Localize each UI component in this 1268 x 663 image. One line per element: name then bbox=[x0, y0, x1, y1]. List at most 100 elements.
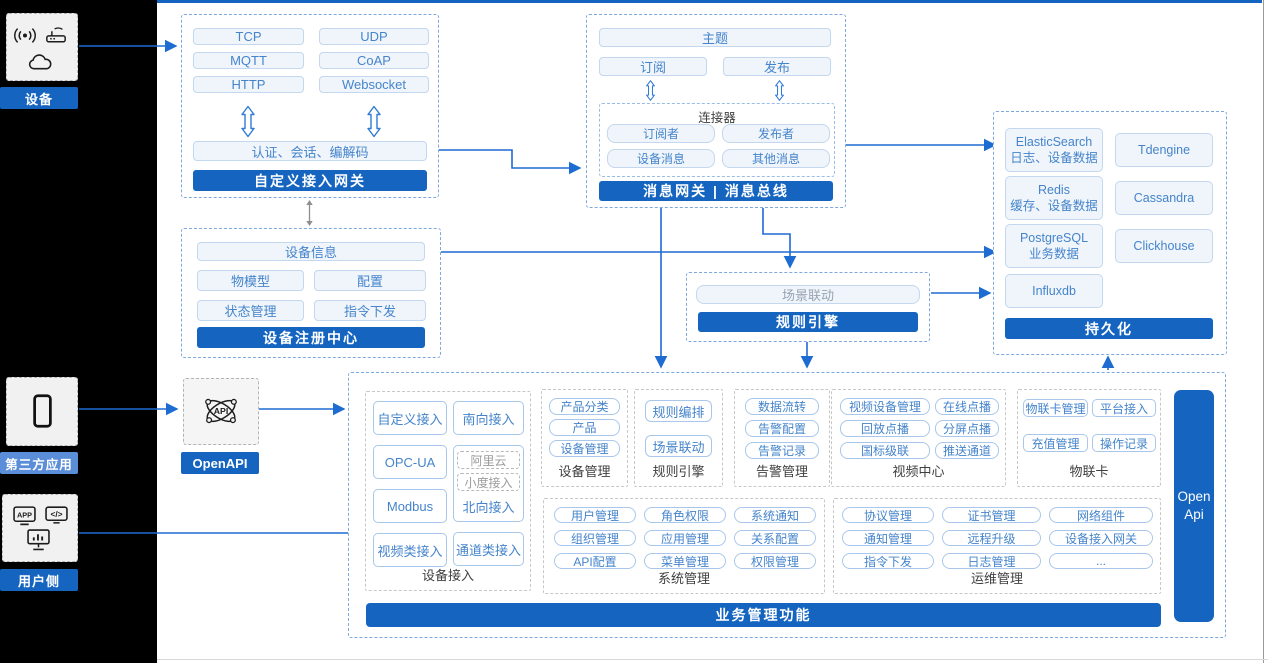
smartphone-icon bbox=[32, 394, 53, 428]
section-video: 视频设备管理在线点播回放点播分屏点播国标级联推送通道 视频中心 bbox=[831, 389, 1006, 487]
registry-chip: 状态管理 bbox=[197, 300, 304, 321]
auth-session-codec-chip: 认证、会话、编解码 bbox=[193, 141, 427, 161]
section-ops: 协议管理证书管理网络组件通知管理远程升级设备接入网关指令下发日志管理... 运维… bbox=[833, 498, 1161, 594]
ops-chip: 证书管理 bbox=[942, 507, 1041, 523]
registry-chip: 物模型 bbox=[197, 270, 304, 291]
protocol-chip: MQTT bbox=[193, 52, 304, 69]
connector-chip: 订阅者 bbox=[607, 124, 715, 143]
rule-engine-box: 场景联动 规则引擎 bbox=[686, 272, 930, 342]
protocol-chip: HTTP bbox=[193, 76, 304, 93]
access-chip: Modbus bbox=[373, 489, 447, 523]
updown-arrow-icon bbox=[304, 200, 315, 226]
openapi-badge: OpenAPI bbox=[181, 452, 259, 474]
protocol-chip: CoAP bbox=[319, 52, 429, 69]
video-chips: 视频设备管理在线点播回放点播分屏点播国标级联推送通道 bbox=[840, 398, 999, 459]
section-rule-engine: 规则编排场景联动 规则引擎 bbox=[634, 389, 723, 487]
subscribe-chip: 订阅 bbox=[599, 57, 707, 76]
alarm-chip: 数据流转 bbox=[745, 398, 819, 415]
iot-card-chips: 物联卡管理平台接入充值管理操作记录 bbox=[1023, 399, 1156, 452]
system-chip: 系统通知 bbox=[734, 507, 816, 523]
rule-engine-chip: 场景联动 bbox=[645, 435, 712, 457]
iot-card-chip: 平台接入 bbox=[1092, 399, 1156, 417]
connector-chip: 发布者 bbox=[722, 124, 830, 143]
video-chip: 国标级联 bbox=[840, 442, 930, 459]
alarm-label: 告警管理 bbox=[755, 464, 808, 479]
alarm-chip: 告警记录 bbox=[745, 442, 819, 459]
aliyun-chip: 阿里云 bbox=[457, 451, 520, 469]
video-chip: 推送通道 bbox=[935, 442, 999, 459]
api-atom-icon: API bbox=[199, 389, 243, 433]
south-access-chip: 南向接入 bbox=[453, 401, 524, 435]
third-party-box bbox=[6, 377, 78, 446]
app-window-icon: APP bbox=[13, 506, 36, 526]
clickhouse-chip: Clickhouse bbox=[1115, 229, 1213, 263]
message-gateway-box: 主题 订阅 发布 连接器 订阅者发布者设备消息其他消息 消息网关 | 消息总线 bbox=[586, 14, 846, 208]
device-access-label: 设备接入 bbox=[421, 568, 474, 583]
connector-chip: 设备消息 bbox=[607, 149, 715, 168]
message-gateway-title-bar: 消息网关 | 消息总线 bbox=[599, 181, 833, 201]
user-side-box: APP </> bbox=[2, 494, 78, 562]
influxdb-chip: Influxdb bbox=[1005, 274, 1103, 308]
device-mgmt-chip: 产品分类 bbox=[549, 398, 620, 415]
device-registry-box: 设备信息 物模型配置状态管理指令下发 设备注册中心 bbox=[181, 228, 441, 358]
svg-text:API: API bbox=[214, 406, 228, 416]
cloud-icon bbox=[27, 54, 54, 72]
connector-box: 连接器 订阅者发布者设备消息其他消息 bbox=[599, 103, 835, 177]
ops-chip: 日志管理 bbox=[942, 553, 1041, 569]
rule-engine-chips: 规则编排场景联动 bbox=[645, 400, 712, 457]
system-label: 系统管理 bbox=[657, 571, 710, 586]
business-footer-bar: 业务管理功能 bbox=[366, 603, 1161, 627]
protocol-chip: UDP bbox=[319, 28, 429, 45]
ops-chip: 协议管理 bbox=[842, 507, 934, 523]
device-info-chip: 设备信息 bbox=[197, 242, 425, 261]
section-iot-card: 物联卡管理平台接入充值管理操作记录 物联卡 bbox=[1017, 389, 1161, 487]
north-access-label: 北向接入 bbox=[462, 500, 515, 515]
open-api-bar: Open Api bbox=[1174, 390, 1214, 622]
device-mgmt-chip: 设备管理 bbox=[549, 440, 620, 457]
device-mgmt-chip: 产品 bbox=[549, 419, 620, 436]
alarm-chip: 告警配置 bbox=[745, 420, 819, 437]
video-chip: 在线点播 bbox=[935, 398, 999, 415]
system-chip: 角色权限 bbox=[644, 507, 726, 523]
ops-chip: 指令下发 bbox=[842, 553, 934, 569]
ops-label: 运维管理 bbox=[970, 571, 1023, 586]
ops-chips: 协议管理证书管理网络组件通知管理远程升级设备接入网关指令下发日志管理... bbox=[842, 507, 1153, 569]
ops-chip: 通知管理 bbox=[842, 530, 934, 546]
persistence-title-bar: 持久化 bbox=[1005, 318, 1213, 339]
video-chip: 分屏点播 bbox=[935, 420, 999, 437]
connector-chip-grid: 订阅者发布者设备消息其他消息 bbox=[607, 124, 830, 168]
connector-title: 连接器 bbox=[698, 111, 736, 125]
channel-access-chip: 通道类接入 bbox=[453, 532, 524, 566]
ops-chip: ... bbox=[1049, 553, 1153, 569]
iot-card-chip: 充值管理 bbox=[1023, 434, 1088, 452]
custom-gateway-title-bar: 自定义接入网关 bbox=[193, 170, 427, 191]
openapi-box: API bbox=[183, 378, 259, 445]
svg-text:APP: APP bbox=[17, 511, 32, 520]
iot-card-chip: 操作记录 bbox=[1092, 434, 1156, 452]
video-chip: 视频设备管理 bbox=[840, 398, 930, 415]
double-arrow-icon bbox=[241, 105, 255, 138]
scene-linkage-chip: 场景联动 bbox=[696, 285, 920, 304]
device-registry-title-bar: 设备注册中心 bbox=[197, 327, 425, 348]
double-arrow-icon bbox=[773, 80, 786, 101]
system-chip: 权限管理 bbox=[734, 553, 816, 569]
iot-card-chip: 物联卡管理 bbox=[1023, 399, 1088, 417]
registry-chip: 配置 bbox=[314, 270, 426, 291]
cassandra-chip: Cassandra bbox=[1115, 181, 1213, 215]
persistence-box: ElasticSearch 日志、设备数据 Tdengine Redis 缓存、… bbox=[993, 111, 1227, 355]
xiaodu-chip: 小度接入 bbox=[457, 473, 520, 491]
video-label: 视频中心 bbox=[892, 464, 945, 479]
svg-text:</>: </> bbox=[50, 509, 62, 519]
north-access-box: 阿里云 小度接入 北向接入 bbox=[453, 445, 524, 522]
topic-chip: 主题 bbox=[599, 28, 831, 47]
double-arrow-icon bbox=[644, 80, 657, 101]
access-chip: OPC-UA bbox=[373, 445, 447, 479]
